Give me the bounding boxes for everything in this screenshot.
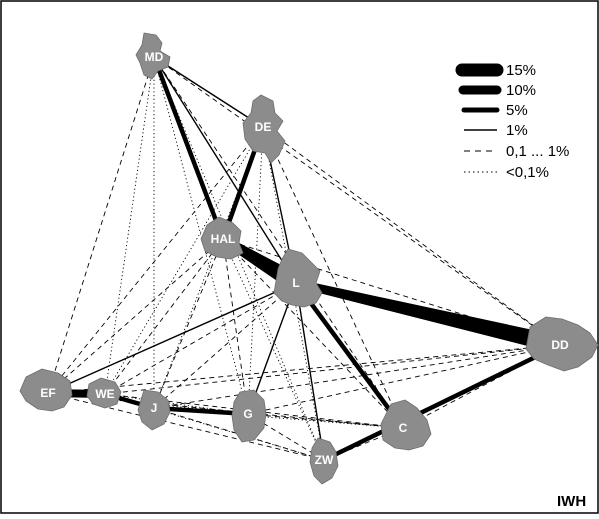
city-region-hal	[200, 216, 244, 260]
city-de: DE	[242, 94, 286, 164]
link-de-c-0-1-1	[262, 126, 404, 429]
legend: 15% 10% 5% 1% 0,1 ... 1% <0,1%	[455, 62, 569, 181]
city-region-l	[273, 248, 323, 308]
city-md: MD	[135, 32, 171, 80]
legend-item-5: 5%	[461, 102, 528, 119]
city-we: WE	[86, 377, 122, 409]
city-region-zw	[309, 437, 339, 485]
link-l-j-0-1-1	[153, 282, 297, 409]
legend-label-5: 5%	[506, 102, 528, 119]
credit-label: IWH	[557, 493, 586, 510]
links-layer	[44, 54, 563, 463]
city-label-g: G	[243, 407, 252, 421]
link-md-hal-5	[151, 54, 226, 242]
legend-label-15: 15%	[506, 62, 536, 79]
city-region-dd	[525, 316, 599, 372]
city-label-ef: EF	[40, 386, 55, 400]
link-j-dd-0-1-1	[153, 344, 561, 409]
legend-label-dotted: <0,1%	[506, 164, 549, 181]
city-g: G	[231, 389, 267, 443]
link-md-c-0-1-1	[153, 56, 404, 429]
city-j: J	[137, 389, 171, 431]
link-hal-zw-0-1	[222, 238, 325, 461]
link-ef-dd-0-1-1	[47, 344, 561, 394]
cities-layer: MD DE HAL L DD EF WE J G C ZW	[19, 32, 599, 485]
link-dd-zw-5	[321, 342, 563, 463]
link-ef-c-0-1-1	[47, 392, 404, 429]
city-region-de	[242, 94, 286, 164]
link-de-we-0-1	[104, 126, 264, 395]
link-hal-ef-0-1-1	[47, 238, 224, 394]
legend-item-15: 15%	[455, 62, 536, 79]
city-region-we	[86, 377, 122, 409]
link-md-de-1	[153, 56, 264, 128]
city-c: C	[380, 399, 432, 451]
city-ef: EF	[19, 368, 73, 412]
city-label-zw: ZW	[315, 453, 334, 467]
link-md-ef-0-1-1	[47, 56, 155, 394]
link-de-ef-0-1-1	[47, 126, 264, 394]
link-md-zw-0-1	[153, 56, 325, 461]
city-label-we: WE	[95, 387, 114, 401]
link-md-dd-0-1-1	[153, 56, 561, 346]
city-zw: ZW	[309, 437, 339, 485]
city-region-g	[231, 389, 267, 443]
link-de-dd-0-1-1	[262, 126, 561, 346]
city-region-c	[380, 399, 432, 451]
city-region-md	[135, 32, 171, 80]
link-we-dd-0-1-1	[104, 344, 561, 395]
city-label-j: J	[151, 401, 158, 415]
city-region-ef	[19, 368, 73, 412]
link-hal-c-0-1-1	[222, 238, 404, 429]
link-j-zw-0-1-1	[153, 407, 325, 461]
city-label-de: DE	[255, 120, 272, 134]
link-hal-we-0-1-1	[104, 238, 224, 395]
legend-item-dotted: <0,1%	[464, 164, 549, 181]
link-l-we-0-1-1	[104, 282, 297, 395]
city-label-md: MD	[145, 50, 164, 64]
link-de-g-0-1	[247, 126, 264, 415]
legend-label-1: 1%	[506, 122, 528, 139]
city-label-dd: DD	[551, 338, 569, 352]
link-l-dd-15	[295, 279, 563, 354]
city-label-c: C	[399, 421, 408, 435]
link-hal-j-0-1-1	[153, 238, 224, 409]
city-region-j	[137, 389, 171, 431]
legend-item-10: 10%	[458, 82, 536, 99]
legend-label-dashed: 0,1 ... 1%	[506, 143, 569, 160]
link-md-l-1	[153, 56, 297, 284]
city-label-hal: HAL	[211, 232, 236, 246]
city-label-l: L	[292, 276, 299, 290]
city-dd: DD	[525, 316, 599, 372]
link-hal-g-0-1-1	[222, 238, 249, 415]
legend-item-dashed: 0,1 ... 1%	[464, 143, 569, 160]
city-l: L	[273, 248, 323, 308]
link-l-zw-1	[295, 282, 325, 461]
legend-item-1: 1%	[464, 122, 528, 139]
link-l-ef-1	[47, 282, 297, 394]
link-l-c-5	[293, 280, 406, 431]
link-md-g-0-1	[153, 56, 249, 415]
link-de-zw-0-1	[262, 126, 325, 461]
link-g-c-0-1-1	[247, 413, 404, 429]
legend-label-10: 10%	[506, 82, 536, 99]
city-hal: HAL	[200, 216, 244, 260]
